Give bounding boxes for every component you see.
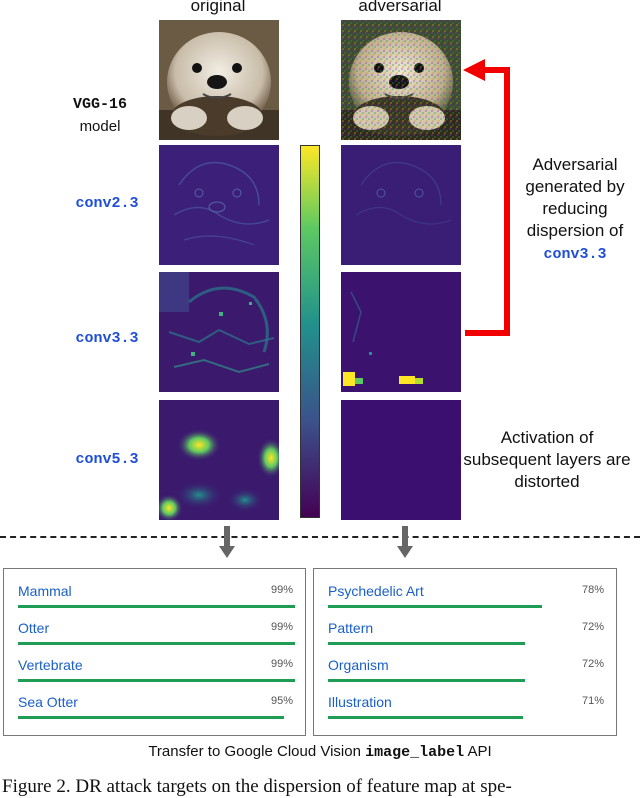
result-label[interactable]: Pattern bbox=[328, 620, 374, 636]
feedback-arrow bbox=[463, 59, 510, 336]
confidence-bar bbox=[18, 716, 284, 719]
colorbar bbox=[300, 145, 320, 518]
down-arrow-adversarial bbox=[397, 526, 413, 558]
result-percent: 72% bbox=[581, 621, 604, 633]
feature-map-conv2-adversarial bbox=[341, 145, 461, 265]
annotation-adversarial-generated: Adversarial generated by reducing disper… bbox=[525, 155, 625, 263]
annotation-activation-distorted: Activation of subsequent layers are dist… bbox=[463, 428, 631, 491]
confidence-bar bbox=[18, 679, 295, 682]
confidence-bar bbox=[328, 605, 542, 608]
transfer-caption: Transfer to Google Cloud Vision image_la… bbox=[148, 743, 492, 761]
column-header-adversarial: adversarial bbox=[358, 0, 442, 15]
confidence-bar bbox=[328, 679, 525, 682]
result-percent: 72% bbox=[581, 658, 604, 670]
model-suffix: model bbox=[79, 118, 121, 135]
feature-map-conv3-original bbox=[159, 272, 279, 392]
feature-map-conv3-adversarial bbox=[341, 272, 461, 392]
result-percent: 99% bbox=[270, 584, 293, 596]
figure-caption: Figure 2. DR attack targets on the dispe… bbox=[2, 776, 512, 797]
result-percent: 78% bbox=[581, 584, 604, 596]
results-panel-original: Mammal 99% Otter 99% Vertebrate 99% Sea Otter 9… bbox=[3, 568, 306, 736]
result-percent: 71% bbox=[581, 695, 604, 707]
confidence-bar bbox=[328, 642, 525, 645]
confidence-bar bbox=[18, 642, 295, 645]
result-row: Mammal 99% bbox=[4, 579, 305, 616]
results-panel-adversarial: Psychedelic Art 78% Pattern 72% Organism 72% I… bbox=[313, 568, 617, 736]
result-label[interactable]: Vertebrate bbox=[18, 657, 83, 673]
otter-image-original bbox=[159, 20, 279, 140]
result-label[interactable]: Mammal bbox=[18, 583, 72, 599]
result-label[interactable]: Otter bbox=[18, 620, 50, 636]
result-row: Otter 99% bbox=[4, 616, 305, 653]
result-percent: 99% bbox=[270, 658, 293, 670]
result-row: Psychedelic Art 78% bbox=[314, 579, 616, 616]
column-header-original: original bbox=[190, 0, 246, 15]
feature-map-conv5-adversarial bbox=[341, 400, 461, 520]
result-label[interactable]: Organism bbox=[328, 657, 389, 673]
down-arrow-original bbox=[219, 526, 235, 558]
api-name: image_label bbox=[365, 744, 465, 761]
result-label[interactable]: Sea Otter bbox=[18, 694, 78, 710]
result-row: Vertebrate 99% bbox=[4, 653, 305, 690]
result-label[interactable]: Psychedelic Art bbox=[328, 583, 424, 599]
model-name: VGG-16 bbox=[72, 96, 127, 113]
result-row: Organism 72% bbox=[314, 653, 616, 690]
layer-label-conv2: conv2.3 bbox=[75, 195, 139, 212]
result-percent: 99% bbox=[270, 621, 293, 633]
confidence-bar bbox=[18, 605, 295, 608]
layer-label-conv5: conv5.3 bbox=[75, 451, 139, 468]
annotation-layer-name: conv3.3 bbox=[543, 246, 607, 263]
result-percent: 95% bbox=[270, 695, 293, 707]
dashed-separator bbox=[0, 536, 640, 538]
feature-map-conv5-original bbox=[159, 400, 279, 520]
confidence-bar bbox=[328, 716, 523, 719]
feature-map-conv2-original bbox=[159, 145, 279, 265]
result-row: Illustration 71% bbox=[314, 690, 616, 727]
result-label[interactable]: Illustration bbox=[328, 694, 392, 710]
result-row: Sea Otter 95% bbox=[4, 690, 305, 727]
otter-image-adversarial bbox=[341, 20, 461, 140]
layer-label-conv3: conv3.3 bbox=[75, 330, 139, 347]
result-row: Pattern 72% bbox=[314, 616, 616, 653]
